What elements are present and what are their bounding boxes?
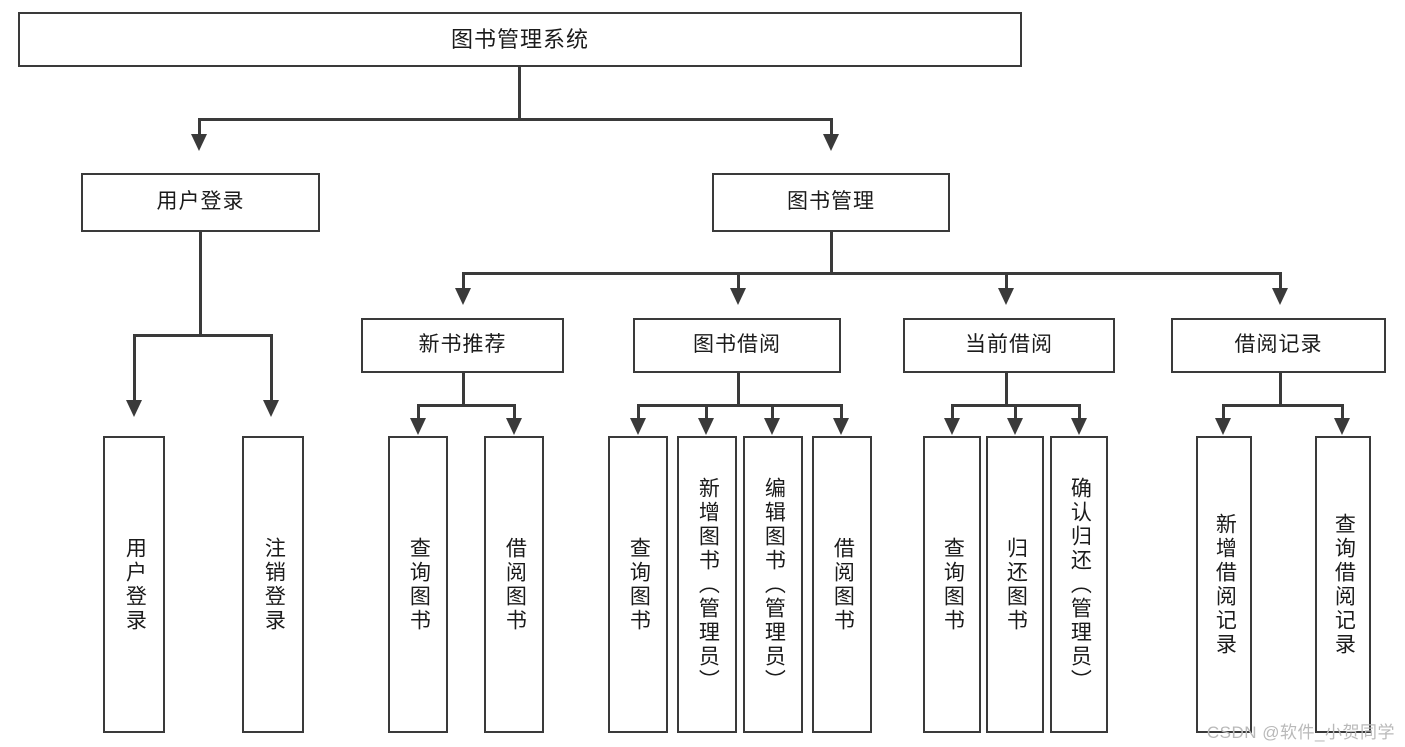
node-leaf-query-record-label: 查询借阅记录 — [1332, 512, 1356, 657]
node-user-login-label: 用户登录 — [156, 190, 245, 214]
connector-root-drop-right — [830, 118, 833, 136]
connector-bookmanage-drop-3 — [1005, 272, 1008, 290]
node-leaf-user-login[interactable]: 用户登录 — [103, 436, 165, 733]
node-new-book-recommend[interactable]: 新书推荐 — [361, 318, 564, 373]
arrowhead-to-leaf-borrow-book-2 — [833, 418, 849, 435]
connector-borrowrecord-bus — [1222, 404, 1344, 407]
connector-newbook-drop-1 — [417, 404, 420, 420]
node-leaf-user-logout-label: 注销登录 — [262, 536, 286, 633]
connector-bookborrow-stem — [737, 373, 740, 406]
connector-borrowrecord-drop-1 — [1222, 404, 1225, 420]
connector-bookmanage-bus — [462, 272, 1282, 275]
arrowhead-to-leaf-add-book — [698, 418, 714, 435]
connector-root-drop-left — [198, 118, 201, 136]
node-book-borrow-label: 图书借阅 — [693, 333, 781, 357]
arrowhead-to-borrow-record — [1272, 288, 1288, 305]
node-leaf-user-login-label: 用户登录 — [123, 536, 147, 633]
node-leaf-borrow-book-2-label: 借阅图书 — [831, 536, 855, 633]
node-user-login[interactable]: 用户登录 — [81, 173, 320, 232]
arrowhead-to-leaf-confirm-return — [1071, 418, 1087, 435]
connector-currentborrow-stem — [1005, 373, 1008, 406]
node-leaf-add-record[interactable]: 新增借阅记录 — [1196, 436, 1252, 733]
connector-newbook-bus — [417, 404, 515, 407]
connector-root-bus — [198, 118, 832, 121]
arrowhead-to-new-book-recommend — [455, 288, 471, 305]
arrowhead-to-leaf-return-book — [1007, 418, 1023, 435]
arrowhead-to-leaf-borrow-book-1 — [506, 418, 522, 435]
node-leaf-query-book-2-label: 查询图书 — [627, 536, 651, 633]
node-current-borrow[interactable]: 当前借阅 — [903, 318, 1115, 373]
arrowhead-to-user-login — [191, 134, 207, 151]
node-leaf-user-logout[interactable]: 注销登录 — [242, 436, 304, 733]
node-leaf-query-book-3[interactable]: 查询图书 — [923, 436, 981, 733]
connector-bookborrow-drop-4 — [840, 404, 843, 420]
arrowhead-to-leaf-query-record — [1334, 418, 1350, 435]
node-leaf-borrow-book-1[interactable]: 借阅图书 — [484, 436, 544, 733]
node-leaf-add-book[interactable]: 新增图书（管理员） — [677, 436, 737, 733]
node-leaf-query-book-1[interactable]: 查询图书 — [388, 436, 448, 733]
arrowhead-to-leaf-query-book-3 — [944, 418, 960, 435]
connector-newbook-drop-2 — [513, 404, 516, 420]
connector-bookborrow-drop-2 — [705, 404, 708, 420]
arrowhead-to-current-borrow — [998, 288, 1014, 305]
arrowhead-to-leaf-add-record — [1215, 418, 1231, 435]
connector-bookborrow-drop-1 — [637, 404, 640, 420]
connector-userlogin-stem — [199, 232, 202, 336]
node-leaf-add-record-label: 新增借阅记录 — [1213, 512, 1237, 657]
connector-userlogin-drop-2 — [270, 334, 273, 402]
connector-bookmanage-drop-2 — [737, 272, 740, 290]
connector-borrowrecord-stem — [1279, 373, 1282, 406]
node-leaf-add-book-label: 新增图书（管理员） — [696, 476, 720, 693]
node-leaf-query-book-3-label: 查询图书 — [941, 536, 965, 633]
connector-bookmanage-drop-4 — [1279, 272, 1282, 290]
connector-currentborrow-drop-1 — [951, 404, 954, 420]
arrowhead-to-leaf-user-logout — [263, 400, 279, 417]
arrowhead-to-leaf-query-book-2 — [630, 418, 646, 435]
node-leaf-borrow-book-2[interactable]: 借阅图书 — [812, 436, 872, 733]
node-leaf-query-book-1-label: 查询图书 — [407, 536, 431, 633]
node-leaf-query-book-2[interactable]: 查询图书 — [608, 436, 668, 733]
node-borrow-record[interactable]: 借阅记录 — [1171, 318, 1386, 373]
node-current-borrow-label: 当前借阅 — [965, 333, 1053, 357]
node-leaf-confirm-return[interactable]: 确认归还（管理员） — [1050, 436, 1108, 733]
arrowhead-to-leaf-user-login — [126, 400, 142, 417]
node-new-book-recommend-label: 新书推荐 — [418, 333, 507, 357]
node-leaf-edit-book[interactable]: 编辑图书（管理员） — [743, 436, 803, 733]
node-leaf-confirm-return-label: 确认归还（管理员） — [1068, 476, 1092, 693]
connector-userlogin-bus — [133, 334, 272, 337]
connector-currentborrow-drop-3 — [1078, 404, 1081, 420]
connector-userlogin-drop-1 — [133, 334, 136, 402]
node-borrow-record-label: 借阅记录 — [1234, 333, 1323, 357]
connector-root-stem — [518, 67, 521, 119]
connector-bookborrow-bus — [637, 404, 843, 407]
arrowhead-to-book-manage — [823, 134, 839, 151]
arrowhead-to-leaf-edit-book — [764, 418, 780, 435]
node-leaf-edit-book-label: 编辑图书（管理员） — [762, 476, 786, 693]
node-book-manage[interactable]: 图书管理 — [712, 173, 950, 232]
node-leaf-return-book-label: 归还图书 — [1004, 536, 1028, 633]
csdn-watermark: CSDN @软件_小贺同学 — [1206, 723, 1395, 742]
connector-currentborrow-drop-2 — [1014, 404, 1017, 420]
arrowhead-to-leaf-query-book-1 — [410, 418, 426, 435]
node-root-label: 图书管理系统 — [450, 26, 589, 52]
node-book-manage-label: 图书管理 — [787, 190, 875, 214]
arrowhead-to-book-borrow — [730, 288, 746, 305]
node-leaf-borrow-book-1-label: 借阅图书 — [503, 536, 527, 633]
connector-borrowrecord-drop-2 — [1341, 404, 1344, 420]
connector-bookmanage-stem — [830, 232, 833, 274]
connector-bookborrow-drop-3 — [771, 404, 774, 420]
node-book-borrow[interactable]: 图书借阅 — [633, 318, 841, 373]
node-leaf-query-record[interactable]: 查询借阅记录 — [1315, 436, 1371, 733]
node-leaf-return-book[interactable]: 归还图书 — [986, 436, 1044, 733]
connector-bookmanage-drop-1 — [462, 272, 465, 290]
connector-newbook-stem — [462, 373, 465, 406]
node-root[interactable]: 图书管理系统 — [18, 12, 1022, 67]
